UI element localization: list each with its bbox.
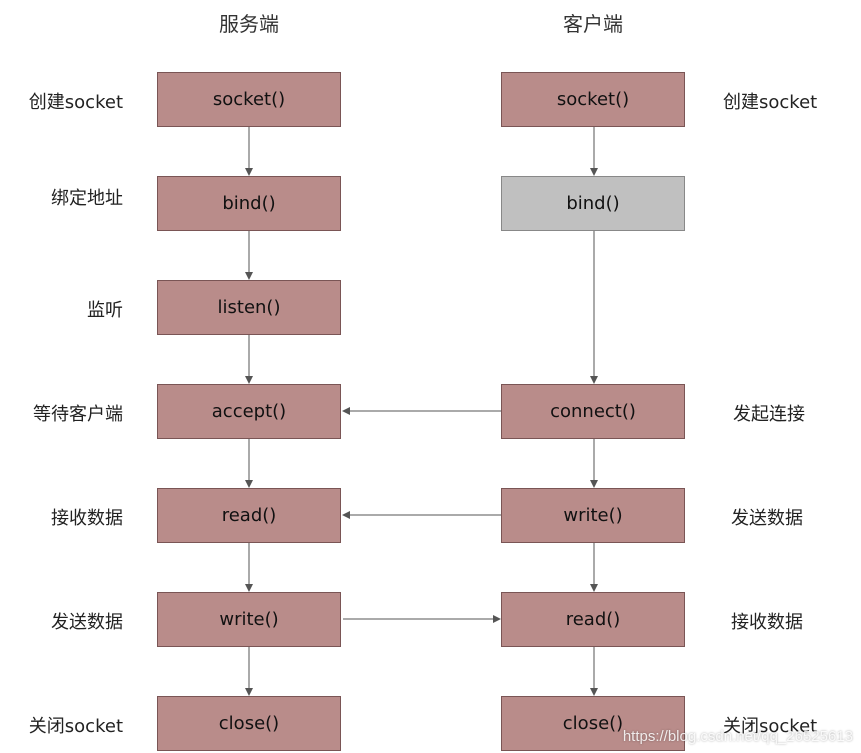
server-label-bind-address: 绑定地址 [51,188,123,209]
server-socket-box: socket() [157,72,341,127]
server-listen-call: listen() [217,297,281,318]
client-connect-box: connect() [501,384,685,439]
client-write-box: write() [501,488,685,543]
server-read-box: read() [157,488,341,543]
server-bind-box: bind() [157,176,341,231]
server-label-receive-data: 接收数据 [51,508,123,529]
server-write-box: write() [157,592,341,647]
server-read-call: read() [221,505,277,526]
client-label-receive-data: 接收数据 [731,612,803,633]
client-connect-call: connect() [550,401,636,422]
client-close-call: close() [562,713,624,734]
client-bind-box: bind() [501,176,685,231]
client-label-send-data: 发送数据 [731,508,803,529]
client-write-call: write() [563,505,623,526]
server-label-wait-client: 等待客户端 [33,404,123,425]
server-accept-box: accept() [157,384,341,439]
client-label-connect: 发起连接 [733,404,805,425]
server-close-box: close() [157,696,341,751]
client-socket-box: socket() [501,72,685,127]
client-column-header: 客户端 [563,12,623,36]
server-write-call: write() [219,609,279,630]
server-label-close-socket: 关闭socket [28,716,123,737]
server-accept-call: accept() [211,401,287,422]
server-socket-call: socket() [212,89,286,110]
client-read-box: read() [501,592,685,647]
client-bind-call: bind() [566,193,620,214]
client-label-close-socket: 关闭socket [723,716,818,737]
client-label-create-socket: 创建socket [723,92,818,113]
server-label-send-data: 发送数据 [51,612,123,633]
client-socket-call: socket() [556,89,630,110]
server-label-listen: 监听 [87,300,123,321]
client-close-box: close() [501,696,685,751]
server-label-create-socket: 创建socket [28,92,123,113]
watermark: https://blog.csdn.net/qq_26525613 [622,728,853,745]
server-bind-call: bind() [222,193,276,214]
client-read-call: read() [565,609,621,630]
server-close-call: close() [218,713,280,734]
server-listen-box: listen() [157,280,341,335]
server-column-header: 服务端 [219,12,279,36]
